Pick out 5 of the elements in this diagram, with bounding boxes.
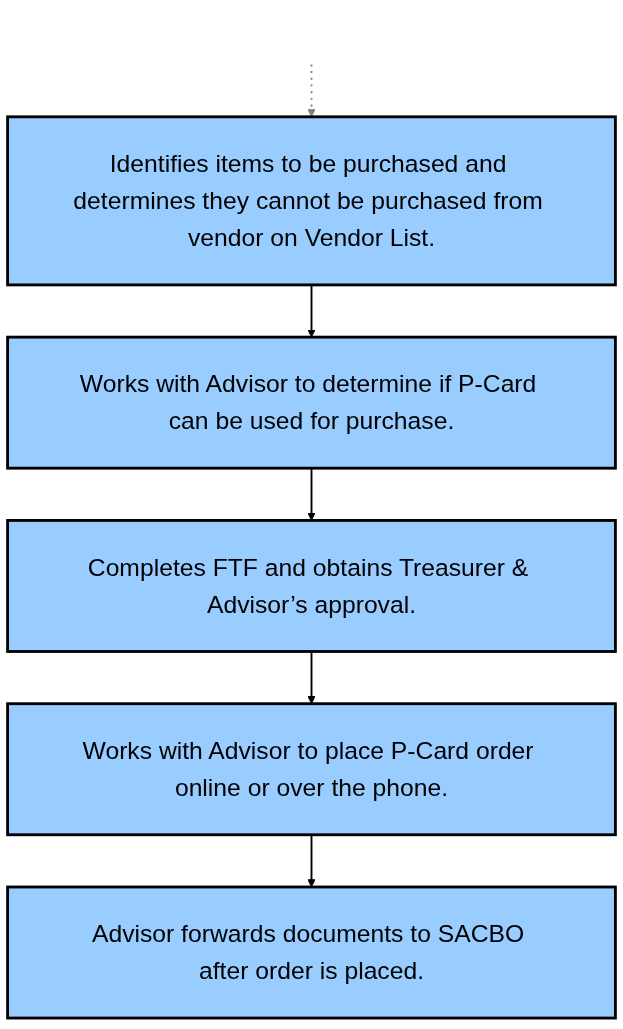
node-box: Works with Advisor to place P-Card order online or over the phone. [6, 702, 617, 837]
node-box: Completes FTF and obtains Treasurer & Advisor’s approval. [6, 519, 617, 653]
node-box: Advisor forwards documents to SACBO after order is placed. [6, 885, 617, 1020]
node-box: Identifies items to be purchased and determines they cannot be purchased from vendor on Vendor List. [6, 115, 617, 287]
node-box: Works with Advisor to determine if P-Card can be used for purchase. [6, 335, 617, 470]
